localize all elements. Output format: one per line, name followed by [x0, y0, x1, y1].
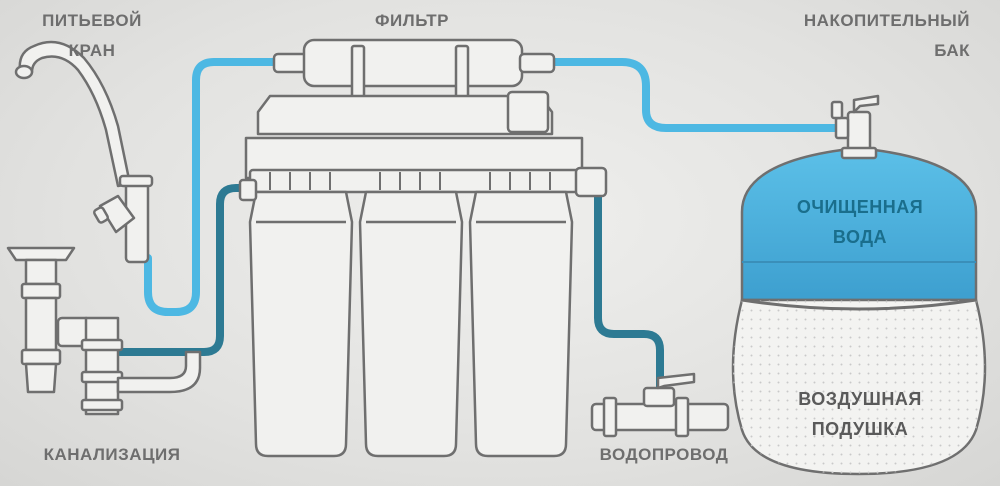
tank-valve — [830, 94, 880, 160]
drinking-faucet — [14, 40, 154, 264]
air-cushion-label-line1: ВОЗДУШНАЯ — [798, 389, 922, 409]
filter-system — [238, 38, 608, 458]
storage-tank — [731, 146, 987, 476]
tank-label-line2: БАК — [934, 41, 970, 60]
clean-water-pipe — [144, 58, 284, 316]
drain-pipe — [116, 184, 256, 356]
manifold-notches — [269, 172, 551, 190]
clean-water-label-line2: ВОДА — [833, 227, 887, 247]
water-supply-label: ВОДОПРОВОД — [600, 445, 729, 464]
sewer-label: КАНАЛИЗАЦИЯ — [44, 445, 181, 464]
faucet-label-line1: ПИТЬЕВОЙ — [42, 11, 142, 30]
clean-water-label-line1: ОЧИЩЕННАЯ — [797, 197, 923, 217]
feed-pipe — [594, 192, 664, 396]
tank-supply-pipe — [544, 58, 842, 132]
faucet-label-line2: КРАН — [69, 41, 116, 60]
filter-label: ФИЛЬТР — [375, 11, 449, 30]
air-cushion-label-line2: ПОДУШКА — [812, 419, 909, 439]
supply-valve — [590, 372, 730, 438]
sink-siphon — [6, 246, 202, 416]
tank-label-line1: НАКОПИТЕЛЬНЫЙ — [804, 11, 970, 30]
